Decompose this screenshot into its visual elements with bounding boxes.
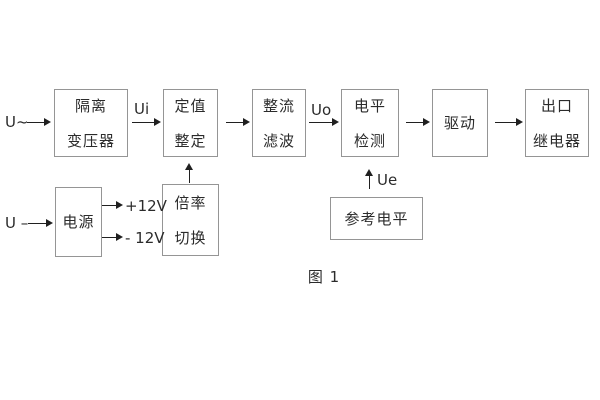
arrow-rectifier-to-level-icon xyxy=(309,118,339,127)
block-level-detection: 电平 检测 xyxy=(341,89,399,157)
label-ue: Ue xyxy=(377,171,398,189)
block-label: 参考电平 xyxy=(344,209,409,228)
arrow-level-to-drive-icon xyxy=(406,118,430,127)
arrow-dc-input-to-power-icon xyxy=(28,219,53,228)
block-isolation-transformer: 隔离 变压器 xyxy=(54,89,128,157)
block-label: 驱动 xyxy=(443,114,476,132)
arrow-setting-to-rectifier-icon xyxy=(226,118,250,127)
block-ratio-switch: 倍率 切换 xyxy=(162,184,219,256)
block-power-supply: 电源 xyxy=(55,187,102,257)
block-label: 整定 xyxy=(174,131,207,150)
label-ui: Ui xyxy=(134,100,150,118)
block-label: 电源 xyxy=(62,213,95,231)
arrow-ratio-switch-to-setting-icon xyxy=(185,163,194,183)
arrow-transformer-to-setting-icon xyxy=(132,118,161,127)
block-label: 定值 xyxy=(174,96,207,115)
block-output-relay: 出口 继电器 xyxy=(525,89,589,157)
block-label: 滤波 xyxy=(262,131,295,150)
arrow-power-to-minus12v-icon xyxy=(102,233,123,242)
label-uo: Uo xyxy=(311,101,332,119)
block-label: 继电器 xyxy=(532,131,581,150)
block-reference-level: 参考电平 xyxy=(330,197,423,240)
block-label: 切换 xyxy=(174,228,207,247)
label-dc-input: U – xyxy=(5,214,29,232)
block-label: 倍率 xyxy=(174,193,207,212)
block-label: 隔离 xyxy=(74,96,107,115)
figure-caption: 图 1 xyxy=(307,268,341,286)
block-label: 整流 xyxy=(262,96,295,115)
arrow-drive-to-relay-icon xyxy=(495,118,523,127)
block-value-setting: 定值 整定 xyxy=(163,89,218,157)
label-minus-12v: - 12V xyxy=(125,229,165,247)
block-rectifier-filter: 整流 滤波 xyxy=(252,89,306,157)
label-ac-input: U~ xyxy=(5,113,29,131)
arrow-reference-to-level-icon xyxy=(365,169,374,189)
block-drive: 驱动 xyxy=(432,89,488,157)
arrow-power-to-plus12v-icon xyxy=(102,201,123,210)
block-label: 出口 xyxy=(540,96,573,115)
block-label: 变压器 xyxy=(66,131,115,150)
label-plus-12v: +12V xyxy=(125,197,167,215)
block-label: 检测 xyxy=(353,131,386,150)
block-label: 电平 xyxy=(353,96,386,115)
arrow-ac-input-to-transformer-icon xyxy=(27,118,51,127)
